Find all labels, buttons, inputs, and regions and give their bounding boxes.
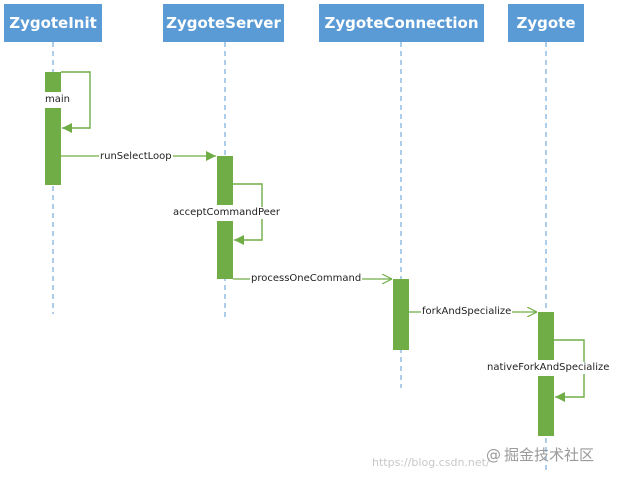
- participant-zygote-server: ZygoteServer: [163, 4, 284, 42]
- participant-zygote-init: ZygoteInit: [4, 4, 102, 42]
- activation-zygote-connection: [393, 279, 409, 350]
- message-label-fork-and-specialize: forkAndSpecialize: [421, 306, 513, 318]
- message-label-main: main: [44, 94, 71, 106]
- message-label-run-select-loop: runSelectLoop: [99, 151, 173, 163]
- watermark-url: https://blog.csdn.net/: [372, 456, 490, 469]
- watermark-brand-text: 掘金技术社区: [504, 446, 595, 464]
- message-label-native-fork-and-specialize: nativeForkAndSpecialize: [486, 362, 611, 374]
- self-arrow-main: [61, 71, 91, 133]
- participant-zygote-connection: ZygoteConnection: [319, 4, 484, 42]
- participant-zygote: Zygote: [508, 4, 584, 42]
- at-icon: @: [486, 445, 501, 464]
- watermark-brand: @ 掘金技术社区: [486, 444, 594, 465]
- message-label-accept-command-peer: acceptCommandPeer: [172, 207, 282, 219]
- message-label-process-one-command: processOneCommand: [250, 273, 363, 285]
- activation-zygote-init-main: [45, 72, 61, 185]
